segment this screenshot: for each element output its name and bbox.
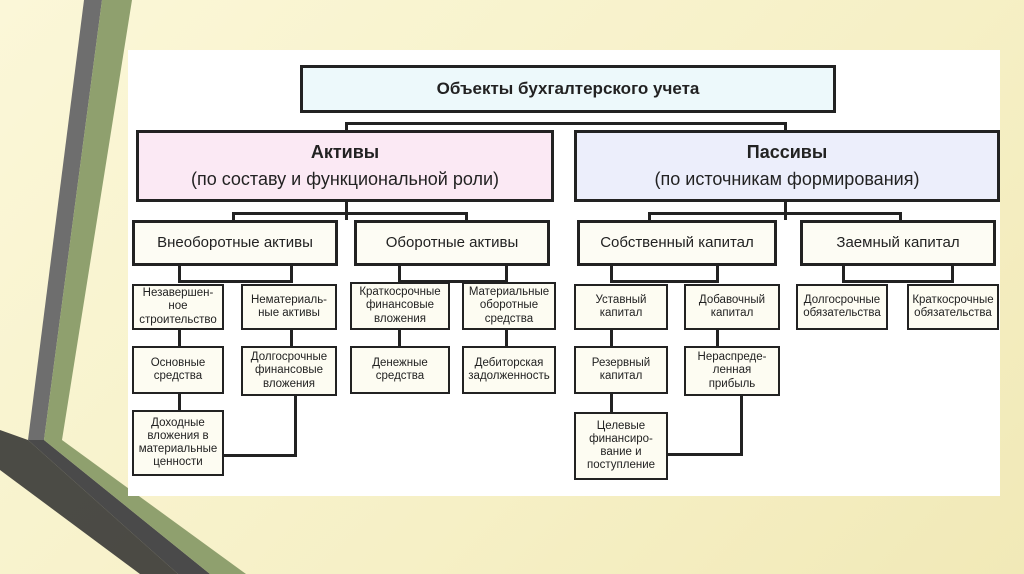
connector (648, 212, 902, 215)
intangible-assets-box: Нематериаль- ные активы (241, 284, 337, 330)
liabilities-heading: Пассивы (746, 142, 828, 163)
share-capital-box: Уставный капитал (574, 284, 668, 330)
connector (294, 395, 297, 457)
connector (224, 454, 297, 457)
connector (232, 212, 468, 215)
diagram-title: Объекты бухгалтерского учета (300, 65, 836, 113)
connector (842, 280, 954, 283)
connector (648, 212, 651, 222)
connector (505, 328, 508, 346)
cash-box: Денежные средства (350, 346, 450, 394)
connector (668, 453, 743, 456)
connector (345, 122, 787, 125)
connector (345, 200, 348, 220)
connector (740, 396, 743, 456)
connector (716, 265, 719, 283)
long-term-investments-box: Долгосрочные финансовые вложения (241, 346, 337, 396)
connector (178, 394, 181, 410)
connector (842, 265, 845, 283)
connector (178, 330, 181, 346)
connector (178, 280, 293, 283)
fixed-assets-box: Основные средства (132, 346, 224, 394)
connector (610, 280, 719, 283)
additional-capital-box: Добавочный капитал (684, 284, 780, 330)
borrowed-capital-box: Заемный капитал (800, 220, 996, 266)
investment-property-box: Доходные вложения в материальные ценност… (132, 410, 224, 476)
connector (290, 315, 293, 347)
targeted-financing-box: Целевые финансиро- вание и поступление (574, 412, 668, 480)
receivables-box: Дебиторская задолженность (462, 346, 556, 394)
reserve-capital-box: Резервный капитал (574, 346, 668, 394)
connector (290, 265, 293, 283)
short-term-liabilities-box: Краткосрочные обязательства (907, 284, 999, 330)
connector (398, 280, 508, 283)
assets-subtitle: (по составу и функциональной роли) (190, 169, 500, 189)
connector (610, 265, 613, 283)
diagram-canvas: Объекты бухгалтерского учета Активы (по … (128, 50, 1000, 496)
connector (178, 265, 181, 283)
connector (610, 394, 613, 412)
liabilities-box: Пассивы (по источникам формирования) (574, 130, 1000, 202)
connector (345, 122, 348, 134)
noncurrent-assets-box: Внеоборотные активы (132, 220, 338, 266)
retained-earnings-box: Нераспреде- ленная прибыль (684, 346, 780, 396)
connector (465, 212, 468, 222)
connector (398, 328, 401, 346)
connector (951, 265, 954, 283)
equity-box: Собственный капитал (577, 220, 777, 266)
connector (899, 212, 902, 222)
inventories-box: Материальные оборотные средства (462, 282, 556, 330)
connector (398, 265, 401, 283)
connector (505, 265, 508, 283)
connector (716, 330, 719, 346)
connector (784, 122, 787, 134)
connector (232, 212, 235, 222)
construction-in-progress-box: Незавершен- ное строительство (132, 284, 224, 330)
long-term-liabilities-box: Долгосрочные обязательства (796, 284, 888, 330)
short-term-investments-box: Краткосрочные финансовые вложения (350, 282, 450, 330)
assets-heading: Активы (310, 142, 380, 163)
current-assets-box: Оборотные активы (354, 220, 550, 266)
liabilities-subtitle: (по источникам формирования) (654, 169, 920, 189)
connector (784, 200, 787, 220)
assets-box: Активы (по составу и функциональной роли… (136, 130, 554, 202)
connector (610, 330, 613, 346)
